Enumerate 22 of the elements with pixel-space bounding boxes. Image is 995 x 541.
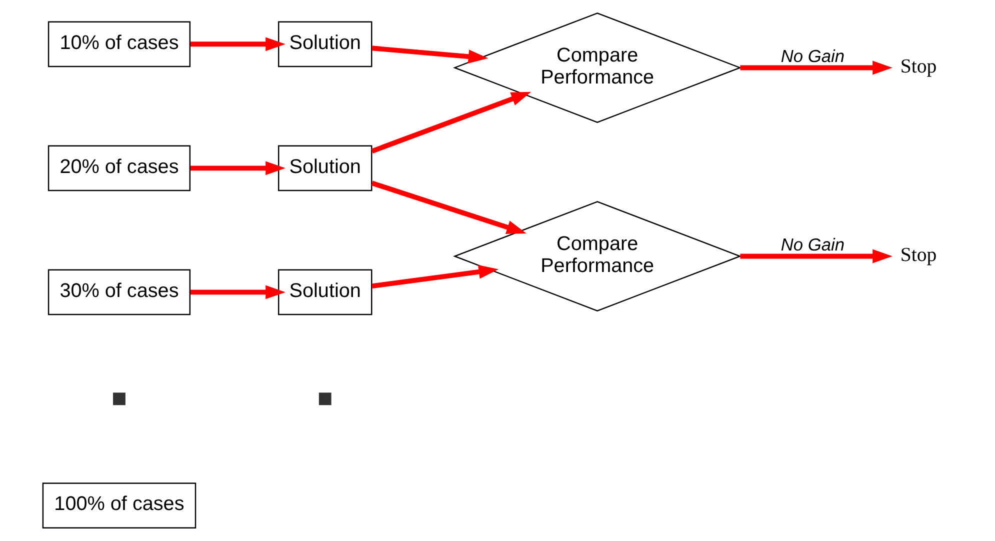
- arrow: [190, 285, 286, 300]
- edge-label: No Gain: [780, 46, 845, 66]
- arrow: [372, 46, 488, 64]
- node-box: Solution: [278, 21, 372, 68]
- edge-label: No Gain: [780, 234, 845, 254]
- node-box: 10% of cases: [48, 21, 191, 68]
- arrow: [371, 92, 532, 154]
- arrow: [371, 180, 527, 234]
- node-box: 30% of cases: [48, 269, 191, 316]
- node-box: Solution: [278, 145, 372, 192]
- arrow: [740, 60, 893, 75]
- node-text: Stop: [900, 55, 937, 78]
- arrow: [372, 264, 499, 289]
- node-diamond: Compare Performance: [452, 12, 742, 123]
- arrow: [190, 161, 286, 176]
- arrow: [740, 249, 893, 264]
- node-box: 20% of cases: [48, 145, 191, 192]
- arrow: [190, 37, 286, 52]
- node-diamond: Compare Performance: [452, 201, 742, 312]
- node-box: Solution: [278, 269, 372, 316]
- node-text: Stop: [900, 244, 937, 266]
- node-box: 100% of cases: [42, 482, 196, 528]
